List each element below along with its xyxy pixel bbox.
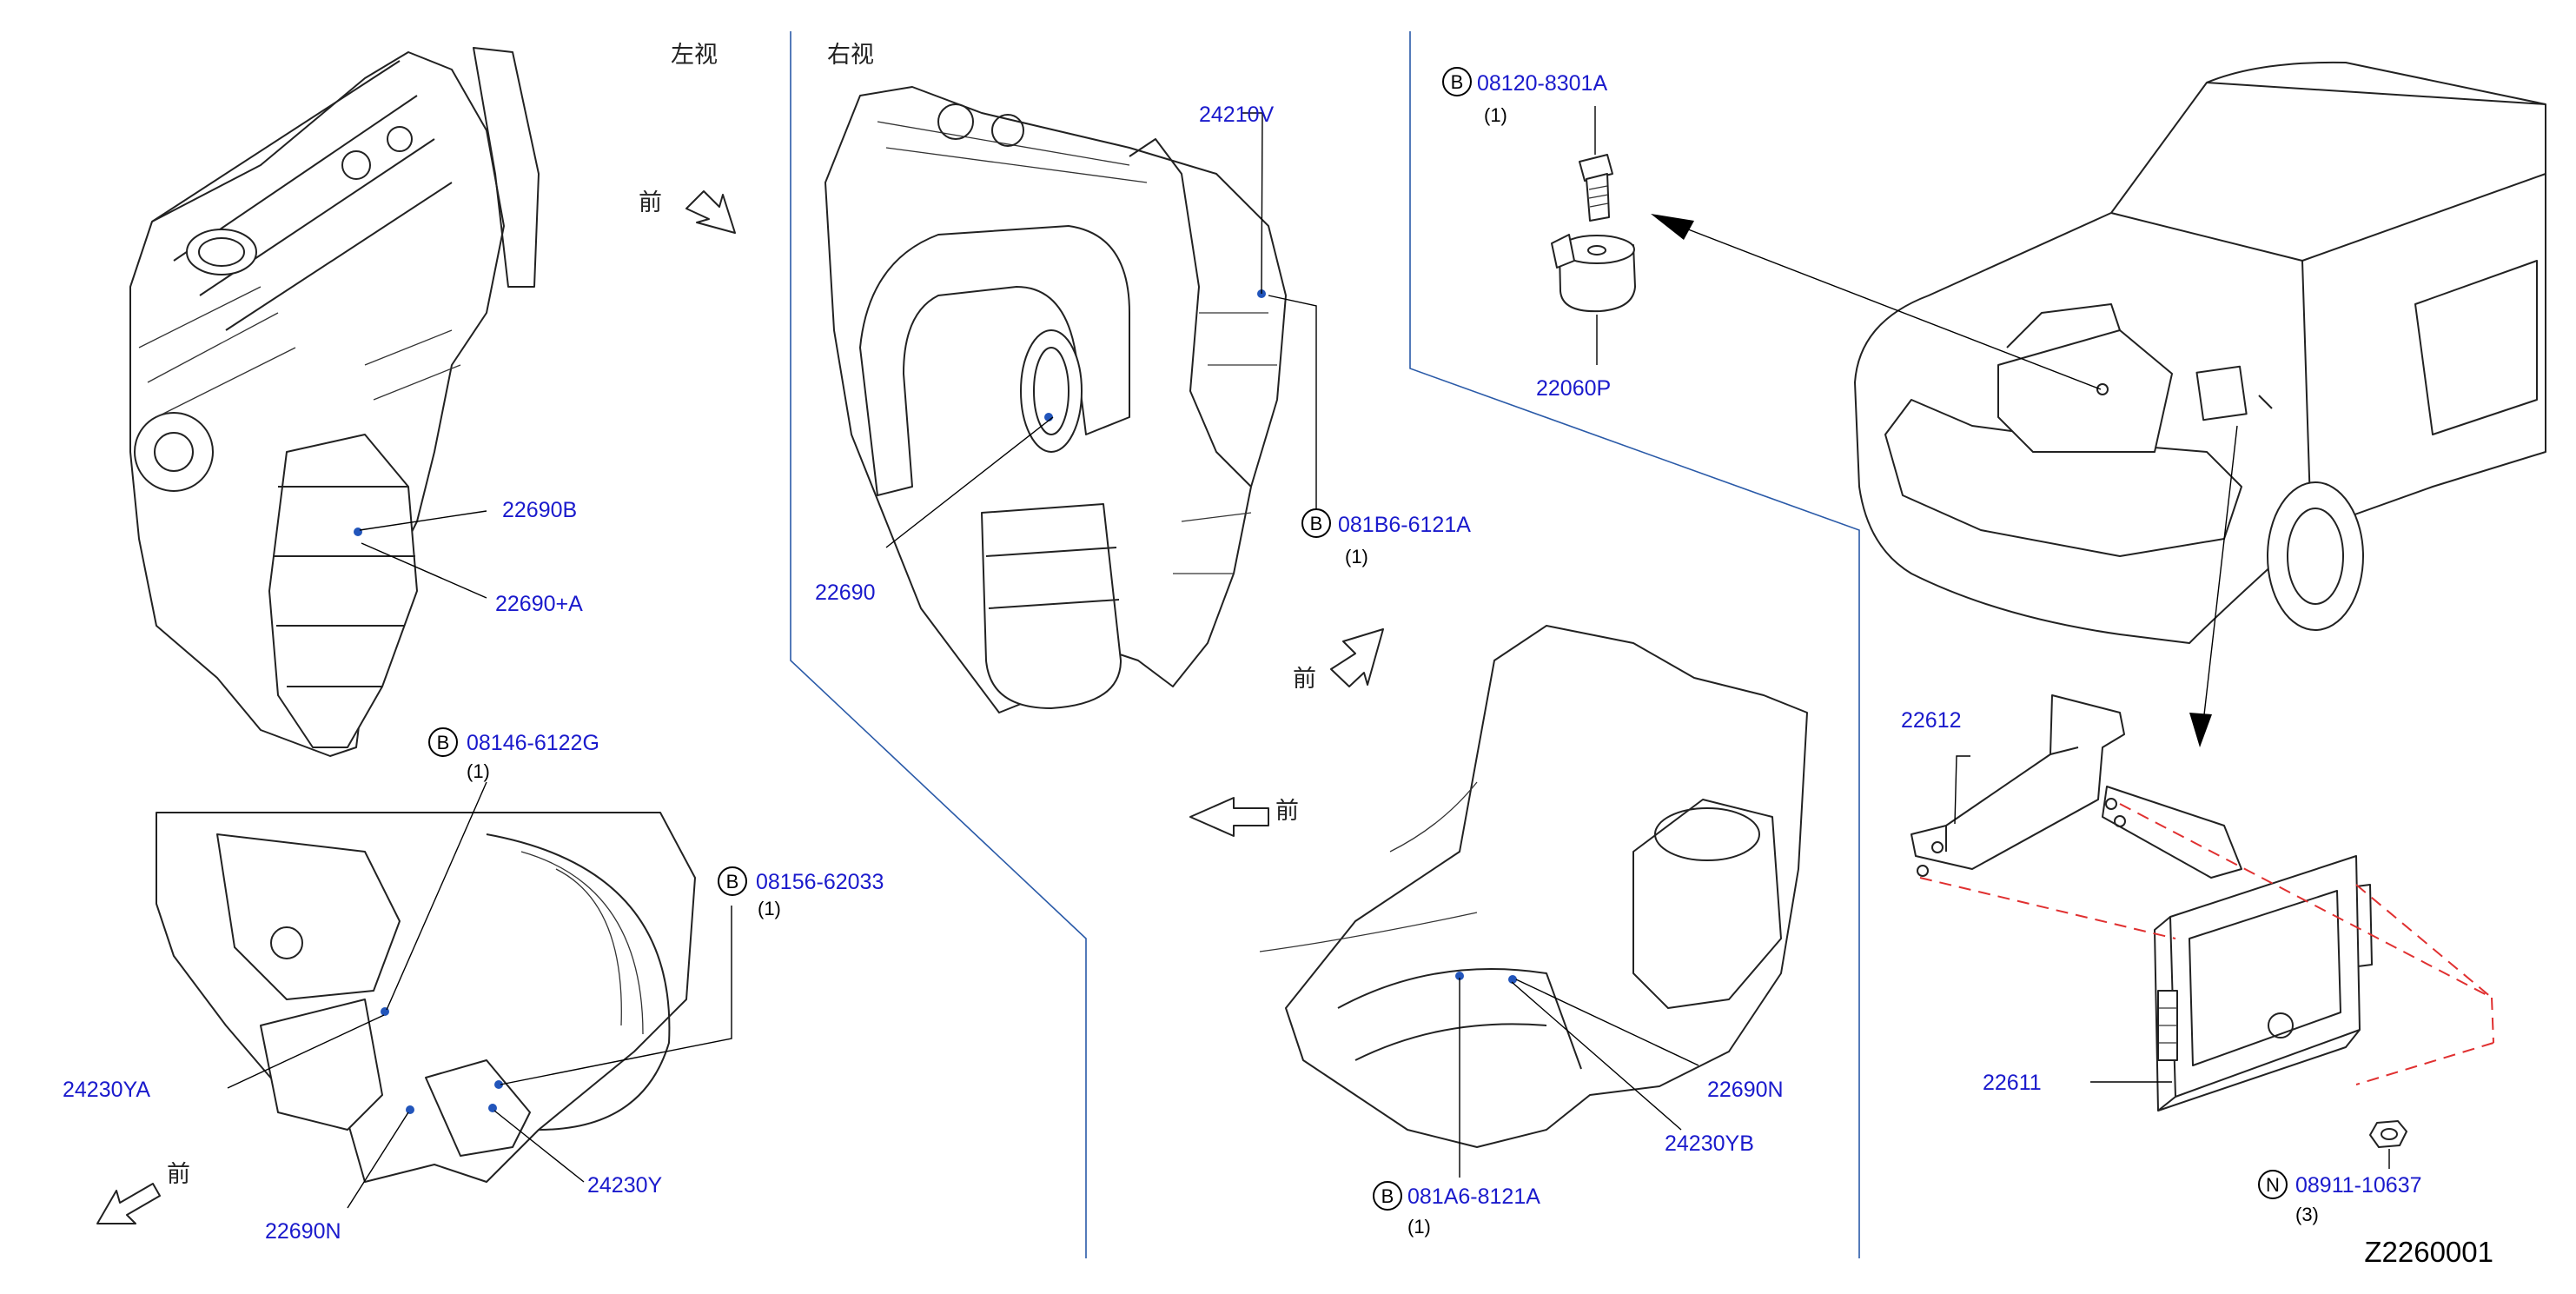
ecm-bracket-drawing [1910,694,2494,1148]
svg-text:B: B [437,732,450,753]
quantity-08146-6122G: (1) [467,760,490,782]
part-number-22690N-left[interactable]: 22690N [265,1219,341,1244]
quantity-08911-10637: (3) [2295,1204,2319,1225]
b-badge-icon [1373,1181,1402,1211]
exhaust-underside-drawing [1259,625,1808,1148]
callout-081A6-8121A[interactable]: B 081A6-8121A (1) [1373,1181,1540,1238]
leader-lines [227,106,2390,1209]
svg-text:B: B [726,871,739,893]
quantity-08120-8301A: (1) [1484,104,1507,126]
callout-08156-62033[interactable]: B 08156-62033 (1) [718,866,884,919]
front-label-1: 前 [639,189,662,216]
direction-arrow-icon-3 [1189,797,1269,837]
part-number-081B6-6121A: 081B6-6121A [1338,513,1471,537]
part-number-22060P[interactable]: 22060P [1536,376,1611,401]
part-number-08911-10637: 08911-10637 [2295,1173,2422,1198]
callout-08146-6122G[interactable]: B 08146-6122G (1) [428,727,599,782]
svg-text:B: B [1381,1185,1394,1207]
front-label-4: 前 [167,1161,190,1188]
b-badge-icon [428,727,458,757]
part-number-24230Y[interactable]: 24230Y [587,1173,663,1198]
part-number-081A6-8121A: 081A6-8121A [1407,1185,1540,1209]
part-number-22611[interactable]: 22611 [1983,1071,2042,1095]
direction-arrows [96,190,1384,1224]
location-arrows [1651,214,2238,747]
left-view-label: 左视 [671,42,718,69]
part-number-08156-62033: 08156-62033 [756,870,884,894]
quantity-081B6-6121A: (1) [1345,546,1368,567]
section-separators [790,31,1860,1258]
callout-081B6-6121A[interactable]: B 081B6-6121A (1) [1301,508,1471,567]
direction-arrow-icon-4 [96,1183,161,1224]
part-number-24230YA[interactable]: 24230YA [63,1078,150,1102]
direction-arrow-icon-2 [1330,628,1384,687]
knock-sensor-drawing [1551,154,1636,313]
part-number-22690N-right[interactable]: 22690N [1707,1078,1784,1102]
quantity-08156-62033: (1) [758,898,781,919]
right-view-label: 右视 [827,42,874,69]
engine-left-view-drawing [129,47,540,757]
front-label-2: 前 [1293,666,1316,693]
part-number-22690-A[interactable]: 22690+A [495,592,583,616]
view-labels: 左视 右视 前 前 前 前 [167,42,1316,1188]
svg-text:B: B [1310,513,1323,534]
engine-bottom-left-drawing [156,812,696,1183]
part-number-22690[interactable]: 22690 [815,581,876,605]
callout-08120-8301A[interactable]: B 08120-8301A (1) [1442,67,1607,126]
vehicle-drawing [1854,61,2546,644]
engine-right-view-drawing [824,86,1287,713]
part-number-24230YB[interactable]: 24230YB [1665,1131,1754,1156]
part-number-22690B[interactable]: 22690B [502,498,577,522]
svg-text:B: B [1451,71,1464,93]
front-label-3: 前 [1275,798,1299,825]
svg-text:N: N [2266,1174,2280,1196]
callout-08911-10637[interactable]: N 08911-10637 (3) [2258,1170,2422,1225]
b-badge-icon [1301,508,1331,538]
diagram-code: Z2260001 [2364,1236,2493,1268]
b-badge-icon [1442,67,1472,96]
part-number-22612[interactable]: 22612 [1901,708,1962,733]
part-number-24210V[interactable]: 24210V [1199,103,1275,127]
part-number-08120-8301A: 08120-8301A [1477,71,1607,96]
part-number-08146-6122G: 08146-6122G [467,731,599,755]
b-badge-icon [718,866,747,896]
quantity-081A6-8121A: (1) [1407,1216,1431,1238]
part-callouts: B 08120-8301A (1) 22060P 24210V B 081B6-… [63,67,2493,1268]
n-badge-icon [2258,1170,2288,1199]
direction-arrow-icon-1 [685,190,736,234]
